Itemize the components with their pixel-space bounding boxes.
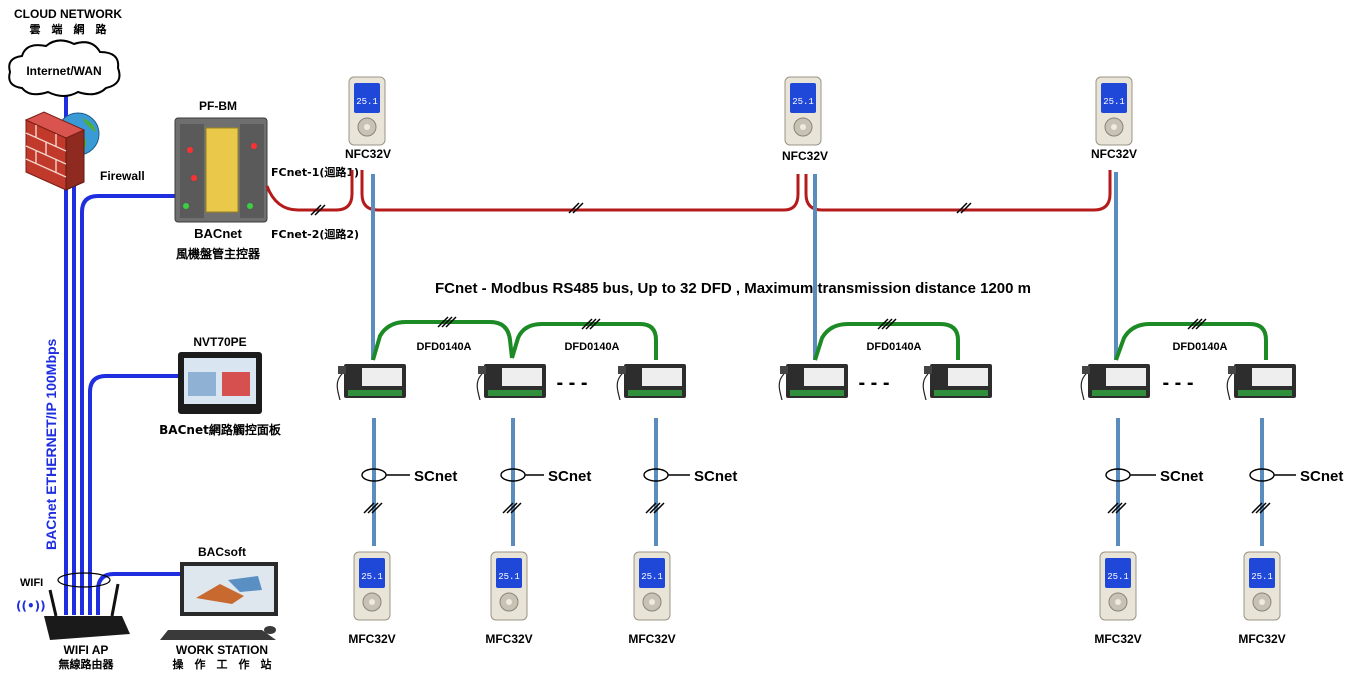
keyboard-icon	[160, 630, 276, 640]
mfc32v-4: MFC32V	[1094, 551, 1142, 646]
workstation-name: 操 作 工 作 站	[173, 657, 272, 671]
nfc32v-2-icon	[784, 76, 822, 146]
dfd-device-2	[476, 363, 547, 401]
dfd-label-4: DFD0140A	[1172, 341, 1227, 353]
mfc32v-3-icon	[633, 551, 671, 621]
mfc32v-1-icon	[353, 551, 391, 621]
dfd-device-1	[336, 363, 407, 401]
nfc32v-2: NFC32V	[782, 76, 828, 163]
firewall: Firewall	[24, 111, 145, 191]
nvt70pe-panel: NVT70PE BACnet網路觸控面板	[159, 335, 282, 437]
mfc32v-5-label: MFC32V	[1238, 632, 1285, 646]
controller-protocol: BACnet	[194, 226, 242, 241]
scnet-markers	[361, 468, 1296, 482]
bus-note: FCnet - Modbus RS485 bus, Up to 32 DFD ,…	[435, 280, 1031, 297]
mfc32v-5-icon	[1243, 551, 1281, 621]
ellipsis-1: - - -	[556, 372, 587, 394]
dfd-label-1: DFD0140A	[416, 341, 471, 353]
nfc32v-3: NFC32V	[1091, 76, 1137, 161]
wifi-label: WIFI	[20, 577, 43, 589]
ellipsis-3: - - -	[1162, 372, 1193, 394]
dfd-device-3	[616, 363, 687, 401]
mfc32v-5: MFC32V	[1238, 551, 1286, 646]
workstation-software: BACsoft	[198, 545, 246, 559]
fcnet-bus	[265, 170, 1112, 212]
mouse-icon	[264, 626, 276, 634]
cloud-icon	[8, 39, 121, 97]
mfc32v-4-label: MFC32V	[1094, 632, 1141, 646]
ethernet-label: BACnet ETHERNET/IP 100Mbps	[43, 338, 59, 550]
scnet-label-4: SCnet	[1160, 468, 1203, 485]
workstation-title: WORK STATION	[176, 643, 268, 657]
mfc32v-3: MFC32V	[628, 551, 676, 646]
cloud-title: CLOUD NETWORK	[14, 7, 122, 21]
ellipsis-2: - - -	[858, 372, 889, 394]
dfd-device-4	[778, 363, 849, 401]
controller-name: 風機盤管主控器	[176, 246, 261, 261]
mfc32v-3-label: MFC32V	[628, 632, 675, 646]
touch-panel-name: BACnet網路觸控面板	[159, 422, 282, 437]
dfd-label-3: DFD0140A	[866, 341, 921, 353]
wifi-ap-title: WIFI AP	[64, 643, 109, 657]
router-icon	[44, 616, 130, 640]
firewall-label: Firewall	[100, 169, 145, 183]
pf-bm-controller: PF-BM BACnet 風機盤管主控器 FCnet-1(迴路1) FCnet-…	[174, 99, 359, 261]
nfc32v-3-icon	[1095, 76, 1133, 146]
cloud-label: Internet/WAN	[26, 64, 101, 78]
nfc32v-1: NFC32V	[345, 76, 391, 161]
mfc32v-4-icon	[1099, 551, 1137, 621]
mfc32v-1: MFC32V	[348, 551, 396, 646]
dfd-device-7	[1226, 363, 1297, 401]
mfc32v-2: MFC32V	[485, 551, 533, 646]
touch-panel-model: NVT70PE	[193, 335, 246, 349]
scnet-label-5: SCnet	[1300, 468, 1343, 485]
wifi-ap: WIFI ((•)) WIFI AP 無線路由器	[16, 577, 130, 671]
daisy-chain	[371, 320, 1268, 361]
scnet-label-1: SCnet	[414, 468, 457, 485]
scnet-label-2: SCnet	[548, 468, 591, 485]
wifi-signal-icon: ((•))	[16, 599, 46, 613]
nfc32v-1-label: NFC32V	[345, 147, 391, 161]
nfc32v-1-icon	[348, 76, 386, 146]
dfd-device-6	[1080, 363, 1151, 401]
mfc32v-2-label: MFC32V	[485, 632, 532, 646]
dfd-label-2: DFD0140A	[564, 341, 619, 353]
cloud-subtitle: 雲 端 網 路	[30, 22, 108, 36]
wifi-ap-name: 無線路由器	[59, 657, 115, 671]
scnet-label-3: SCnet	[694, 468, 737, 485]
nfc32v-2-label: NFC32V	[782, 149, 828, 163]
brick-wall-icon	[24, 111, 86, 191]
fcnet2-label: FCnet-2(迴路2)	[271, 227, 359, 241]
fcnet-drops	[371, 172, 1118, 360]
mfc32v-2-icon	[490, 551, 528, 621]
nfc32v-3-label: NFC32V	[1091, 147, 1137, 161]
fcnet1-label: FCnet-1(迴路1)	[271, 165, 359, 179]
controller-model: PF-BM	[199, 99, 237, 113]
work-station: BACsoft WORK STATION 操 作 工 作 站	[160, 545, 278, 671]
scnet-lines	[372, 418, 1264, 546]
wifi-ring	[57, 572, 111, 588]
mfc32v-1-label: MFC32V	[348, 632, 395, 646]
dfd-device-5	[922, 363, 993, 401]
cloud-network: CLOUD NETWORK 雲 端 網 路 Internet/WAN	[8, 7, 122, 97]
ethernet-lines	[64, 96, 192, 615]
